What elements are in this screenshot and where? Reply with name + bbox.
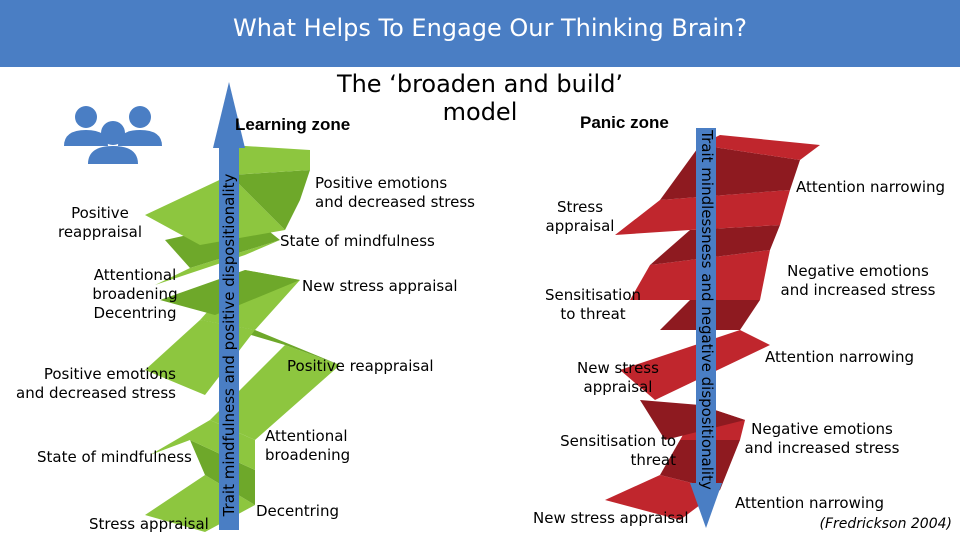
green-spiral — [145, 145, 340, 532]
red-band-10 — [660, 145, 800, 200]
right-label-negative-emotions-1: Negative emotions and increased stress — [780, 262, 936, 299]
green-band-12 — [230, 170, 310, 230]
center-left-attentional-broadening: Attentional broadening — [265, 427, 351, 464]
left-label-attentional-broadening: Attentional broadening Decentring — [92, 266, 178, 322]
red-band-4 — [640, 400, 745, 440]
citation: (Fredrickson 2004) — [819, 516, 953, 532]
left-label-positive-reappraisal: Positive reappraisal — [57, 204, 142, 241]
green-band-4 — [210, 345, 340, 440]
green-band-11 — [145, 175, 285, 245]
panic-zone-label: Panic zone — [580, 113, 669, 132]
center-right-sensitisation-2: Sensitisation to threat — [560, 432, 676, 469]
center-right-stress-appraisal: Stress appraisal — [545, 198, 615, 235]
left-label-positive-emotions: Positive emotions and decreased stress — [16, 365, 176, 402]
center-left-state-of-mindfulness: State of mindfulness — [280, 232, 435, 250]
red-band-11 — [700, 135, 820, 160]
center-left-decentring: Decentring — [256, 502, 340, 520]
center-left-positive-emotions: Positive emotions and decreased stress — [315, 174, 475, 211]
left-label-state-of-mindfulness: State of mindfulness — [37, 448, 192, 466]
right-axis-label: Trait mindlessness and negative disposit… — [698, 130, 716, 490]
people-group-icon — [64, 106, 162, 164]
slide-title: What Helps To Engage Our Thinking Brain? — [232, 14, 748, 42]
up-arrow — [213, 82, 245, 530]
right-label-negative-emotions-2: Negative emotions and increased stress — [744, 420, 900, 457]
left-label-stress-appraisal: Stress appraisal — [89, 515, 209, 533]
red-band-5 — [620, 330, 770, 400]
model-title: The ‘broaden and build’ model — [336, 70, 624, 126]
green-band-9 — [155, 240, 280, 285]
left-axis-label: Trait mindfulness and positive dispositi… — [220, 173, 238, 517]
center-right-sensitisation: Sensitisation to threat — [544, 286, 642, 323]
down-arrow — [690, 128, 722, 528]
right-label-attention-narrowing-3: Attention narrowing — [735, 494, 885, 512]
right-label-attention-narrowing-1: Attention narrowing — [796, 178, 946, 196]
right-label-attention-narrowing-2: Attention narrowing — [765, 348, 915, 366]
learning-zone-label: Learning zone — [235, 115, 351, 134]
green-band-13 — [230, 145, 310, 175]
center-left-new-stress-appraisal: New stress appraisal — [302, 277, 458, 295]
center-right-new-stress-appraisal: New stress appraisal — [577, 359, 659, 396]
title-bar: What Helps To Engage Our Thinking Brain? — [0, 0, 960, 67]
center-right-new-stress-appraisal-2: New stress appraisal — [533, 509, 689, 527]
center-left-positive-reappraisal: Positive reappraisal — [287, 357, 434, 375]
